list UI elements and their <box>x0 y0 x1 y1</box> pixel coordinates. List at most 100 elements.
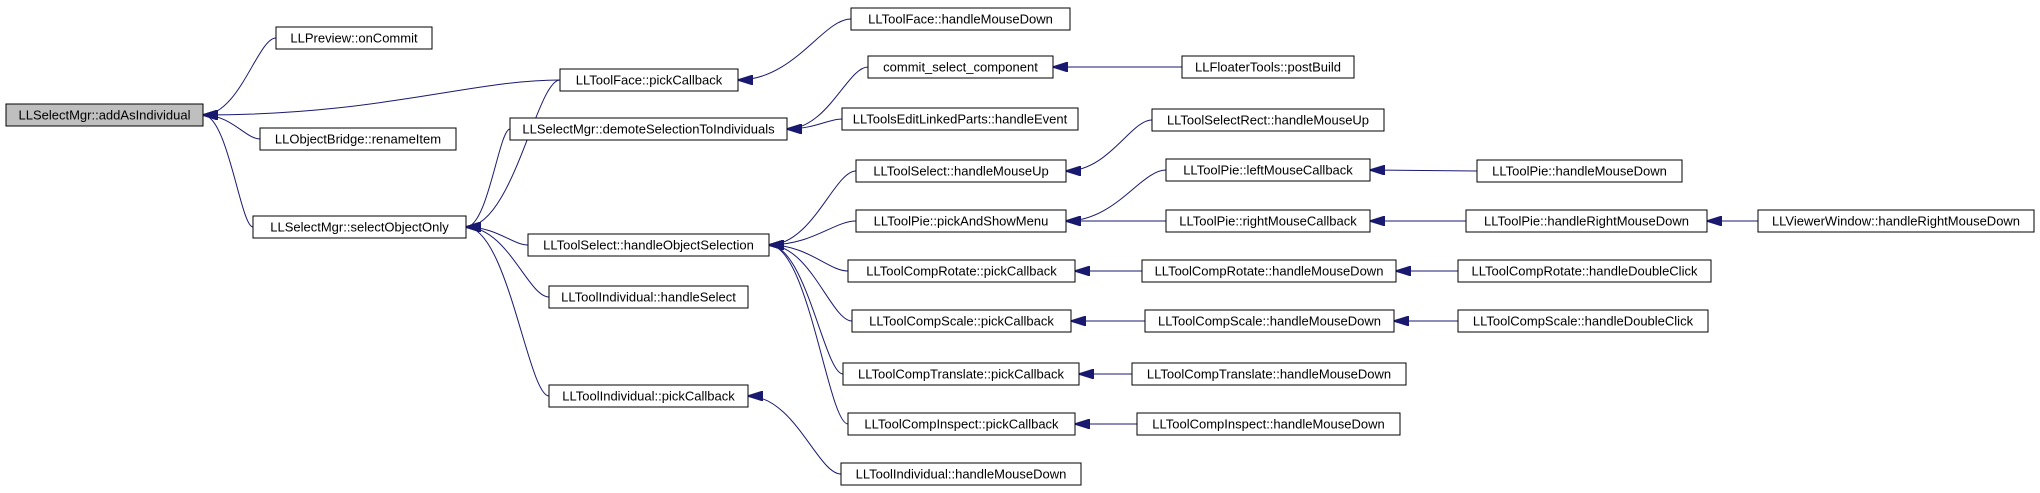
node-label: LLToolCompTranslate::handleMouseDown <box>1147 367 1391 382</box>
edge-editLinkedHandleEvent-to-demoteSelection <box>787 118 843 129</box>
node-label: LLToolFace::handleMouseDown <box>868 12 1053 27</box>
node-individualHandleSelect[interactable]: LLToolIndividual::handleSelect <box>548 285 749 309</box>
edge-selectObjectOnly-to-addAsIndividual <box>203 115 254 228</box>
node-pieLeftMouse[interactable]: LLToolPie::leftMouseCallback <box>1165 158 1371 182</box>
node-translateHandleMouseDown[interactable]: LLToolCompTranslate::handleMouseDown <box>1131 362 1407 386</box>
edge-selectRectMouseUp-to-selectMouseUp <box>1066 119 1153 171</box>
node-label: LLToolPie::rightMouseCallback <box>1179 214 1357 229</box>
node-translatePickCallback[interactable]: LLToolCompTranslate::pickCallback <box>842 362 1080 386</box>
node-individualPickCallback[interactable]: LLToolIndividual::pickCallback <box>548 384 749 408</box>
node-box[interactable] <box>1457 309 1709 333</box>
node-label: LLToolCompInspect::pickCallback <box>864 417 1059 432</box>
node-box[interactable] <box>847 259 1076 283</box>
node-handleObjectSelection[interactable]: LLToolSelect::handleObjectSelection <box>527 233 770 257</box>
node-label: LLToolPie::leftMouseCallback <box>1183 163 1353 178</box>
node-label: LLToolCompScale::pickCallback <box>869 314 1054 329</box>
node-box[interactable] <box>252 215 467 239</box>
node-label: LLToolCompTranslate::pickCallback <box>858 367 1064 382</box>
node-box[interactable] <box>559 68 739 92</box>
node-scaleDoubleClick[interactable]: LLToolCompScale::handleDoubleClick <box>1457 309 1709 333</box>
node-rotatePickCallback[interactable]: LLToolCompRotate::pickCallback <box>847 259 1076 283</box>
node-demoteSelection[interactable]: LLSelectMgr::demoteSelectionToIndividual… <box>509 117 788 141</box>
node-box[interactable] <box>5 103 204 127</box>
node-box[interactable] <box>509 117 788 141</box>
node-commitSelectComponent[interactable]: commit_select_component <box>867 55 1054 79</box>
node-box[interactable] <box>1465 209 1708 233</box>
node-facePickCallback[interactable]: LLToolFace::pickCallback <box>559 68 739 92</box>
node-box[interactable] <box>527 233 770 257</box>
node-label: LLPreview::onCommit <box>290 31 418 46</box>
node-box[interactable] <box>842 362 1080 386</box>
node-label: LLSelectMgr::selectObjectOnly <box>270 220 449 235</box>
edge-facePickCallback-to-addAsIndividual <box>203 79 561 115</box>
node-box[interactable] <box>850 7 1071 31</box>
edge-individualPickCallback-to-selectObjectOnly <box>466 227 550 397</box>
node-previewOnCommit[interactable]: LLPreview::onCommit <box>275 26 433 50</box>
node-label: LLToolPie::handleRightMouseDown <box>1484 214 1689 229</box>
node-label: LLToolCompInspect::handleMouseDown <box>1152 417 1384 432</box>
node-box[interactable] <box>855 159 1067 183</box>
node-box[interactable] <box>847 412 1076 436</box>
node-label: LLToolSelectRect::handleMouseUp <box>1167 113 1369 128</box>
node-box[interactable] <box>840 462 1082 486</box>
node-inspectPickCallback[interactable]: LLToolCompInspect::pickCallback <box>847 412 1076 436</box>
node-box[interactable] <box>1165 209 1371 233</box>
node-label: LLToolIndividual::pickCallback <box>562 389 735 404</box>
node-individualHandleMouseDown[interactable]: LLToolIndividual::handleMouseDown <box>840 462 1082 486</box>
node-box[interactable] <box>548 384 749 408</box>
node-box[interactable] <box>1136 412 1401 436</box>
node-box[interactable] <box>1457 259 1712 283</box>
node-box[interactable] <box>1181 55 1355 79</box>
node-floaterPostBuild[interactable]: LLFloaterTools::postBuild <box>1181 55 1355 79</box>
node-label: LLToolCompRotate::handleDoubleClick <box>1472 264 1698 279</box>
node-editLinkedHandleEvent[interactable]: LLToolsEditLinkedParts::handleEvent <box>841 107 1079 131</box>
node-box[interactable] <box>548 285 749 309</box>
node-selectRectMouseUp[interactable]: LLToolSelectRect::handleMouseUp <box>1151 108 1385 132</box>
node-objectBridgeRename[interactable]: LLObjectBridge::renameItem <box>259 127 457 151</box>
node-box[interactable] <box>1131 362 1407 386</box>
node-label: commit_select_component <box>883 60 1038 75</box>
edge-inspectPickCallback-to-handleObjectSelection <box>769 245 849 425</box>
node-box[interactable] <box>1141 259 1397 283</box>
node-label: LLToolCompRotate::handleMouseDown <box>1155 264 1384 279</box>
node-label: LLToolSelect::handleObjectSelection <box>543 238 754 253</box>
node-label: LLToolPie::handleMouseDown <box>1492 164 1667 179</box>
node-viewerRightMouseDown[interactable]: LLViewerWindow::handleRightMouseDown <box>1757 209 2035 233</box>
node-selectMouseUp[interactable]: LLToolSelect::handleMouseUp <box>855 159 1067 183</box>
node-pieHandleMouseDown[interactable]: LLToolPie::handleMouseDown <box>1476 159 1683 183</box>
node-box[interactable] <box>1476 159 1683 183</box>
node-box[interactable] <box>1165 158 1371 182</box>
nodes-layer: LLSelectMgr::addAsIndividual LLPreview::o… <box>5 7 2035 486</box>
node-label: LLSelectMgr::addAsIndividual <box>19 108 191 123</box>
node-faceHandleMouseDown[interactable]: LLToolFace::handleMouseDown <box>850 7 1071 31</box>
node-piePickAndShowMenu[interactable]: LLToolPie::pickAndShowMenu <box>855 209 1067 233</box>
node-box[interactable] <box>1151 108 1385 132</box>
node-label: LLToolsEditLinkedParts::handleEvent <box>853 112 1068 127</box>
node-rotateHandleMouseDown[interactable]: LLToolCompRotate::handleMouseDown <box>1141 259 1397 283</box>
edge-faceHandleMouseDown-to-facePickCallback <box>738 18 852 80</box>
node-box[interactable] <box>259 127 457 151</box>
edge-facePickCallback-to-selectObjectOnly <box>466 79 561 227</box>
node-pieRightMouse[interactable]: LLToolPie::rightMouseCallback <box>1165 209 1371 233</box>
node-box[interactable] <box>867 55 1054 79</box>
node-scaleHandleMouseDown[interactable]: LLToolCompScale::handleMouseDown <box>1144 309 1395 333</box>
node-rotateDoubleClick[interactable]: LLToolCompRotate::handleDoubleClick <box>1457 259 1712 283</box>
node-box[interactable] <box>855 209 1067 233</box>
node-selectObjectOnly[interactable]: LLSelectMgr::selectObjectOnly <box>252 215 467 239</box>
node-label: LLViewerWindow::handleRightMouseDown <box>1772 214 2020 229</box>
node-inspectHandleMouseDown[interactable]: LLToolCompInspect::handleMouseDown <box>1136 412 1401 436</box>
node-box[interactable] <box>851 309 1072 333</box>
node-label: LLToolCompScale::handleMouseDown <box>1158 314 1381 329</box>
node-box[interactable] <box>1757 209 2035 233</box>
edge-pieHandleMouseDown-to-pieLeftMouse <box>1370 170 1478 171</box>
node-pieHandleRightMouseDown[interactable]: LLToolPie::handleRightMouseDown <box>1465 209 1708 233</box>
node-addAsIndividual[interactable]: LLSelectMgr::addAsIndividual <box>5 103 204 127</box>
node-scalePickCallback[interactable]: LLToolCompScale::pickCallback <box>851 309 1072 333</box>
node-box[interactable] <box>1144 309 1395 333</box>
node-box[interactable] <box>841 107 1079 131</box>
node-box[interactable] <box>275 26 433 50</box>
edge-translatePickCallback-to-handleObjectSelection <box>769 245 844 375</box>
edge-pieLeftMouse-to-piePickAndShowMenu <box>1066 169 1167 221</box>
